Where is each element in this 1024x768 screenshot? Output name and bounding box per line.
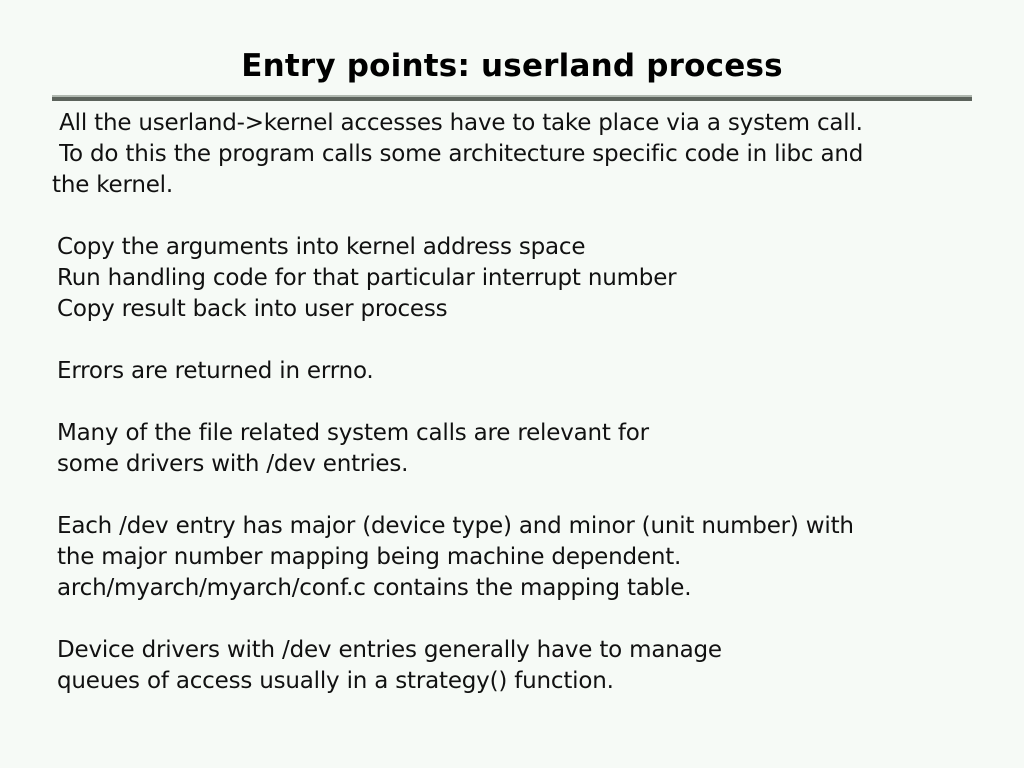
body-line: Many of the file related system calls ar… xyxy=(57,420,649,446)
body-line: All the userland->kernel accesses have t… xyxy=(52,110,863,136)
divider-bar xyxy=(52,97,972,101)
body-line: Copy the arguments into kernel address s… xyxy=(57,234,586,260)
paragraph-dev-entries-major-minor: Each /dev entry has major (device type) … xyxy=(52,511,992,604)
body-line: Errors are returned in errno. xyxy=(57,358,374,384)
body-line: Device drivers with /dev entries general… xyxy=(57,637,722,663)
body-line: some drivers with /dev entries. xyxy=(57,451,409,477)
slide-body: All the userland->kernel accesses have t… xyxy=(52,108,992,697)
paragraph-file-syscalls: Many of the file related system calls ar… xyxy=(52,418,992,480)
page-title: Entry points: userland process xyxy=(241,48,783,84)
body-line: Run handling code for that particular in… xyxy=(57,265,677,291)
body-line: To do this the program calls some archit… xyxy=(52,141,864,167)
body-line: arch/myarch/myarch/conf.c contains the m… xyxy=(57,575,692,601)
paragraph-errors: Errors are returned in errno. xyxy=(52,356,992,387)
body-line: Each /dev entry has major (device type) … xyxy=(57,513,854,539)
body-line: queues of access usually in a strategy()… xyxy=(57,668,614,694)
paragraph-device-driver-queues: Device drivers with /dev entries general… xyxy=(52,635,992,697)
divider-highlight xyxy=(52,95,972,97)
paragraph-syscall-intro: All the userland->kernel accesses have t… xyxy=(52,108,992,201)
body-line: the major number mapping being machine d… xyxy=(57,544,682,570)
body-line: the kernel. xyxy=(52,172,173,198)
paragraph-syscall-steps: Copy the arguments into kernel address s… xyxy=(52,232,992,325)
title-divider xyxy=(52,95,972,101)
body-line: Copy result back into user process xyxy=(57,296,448,322)
